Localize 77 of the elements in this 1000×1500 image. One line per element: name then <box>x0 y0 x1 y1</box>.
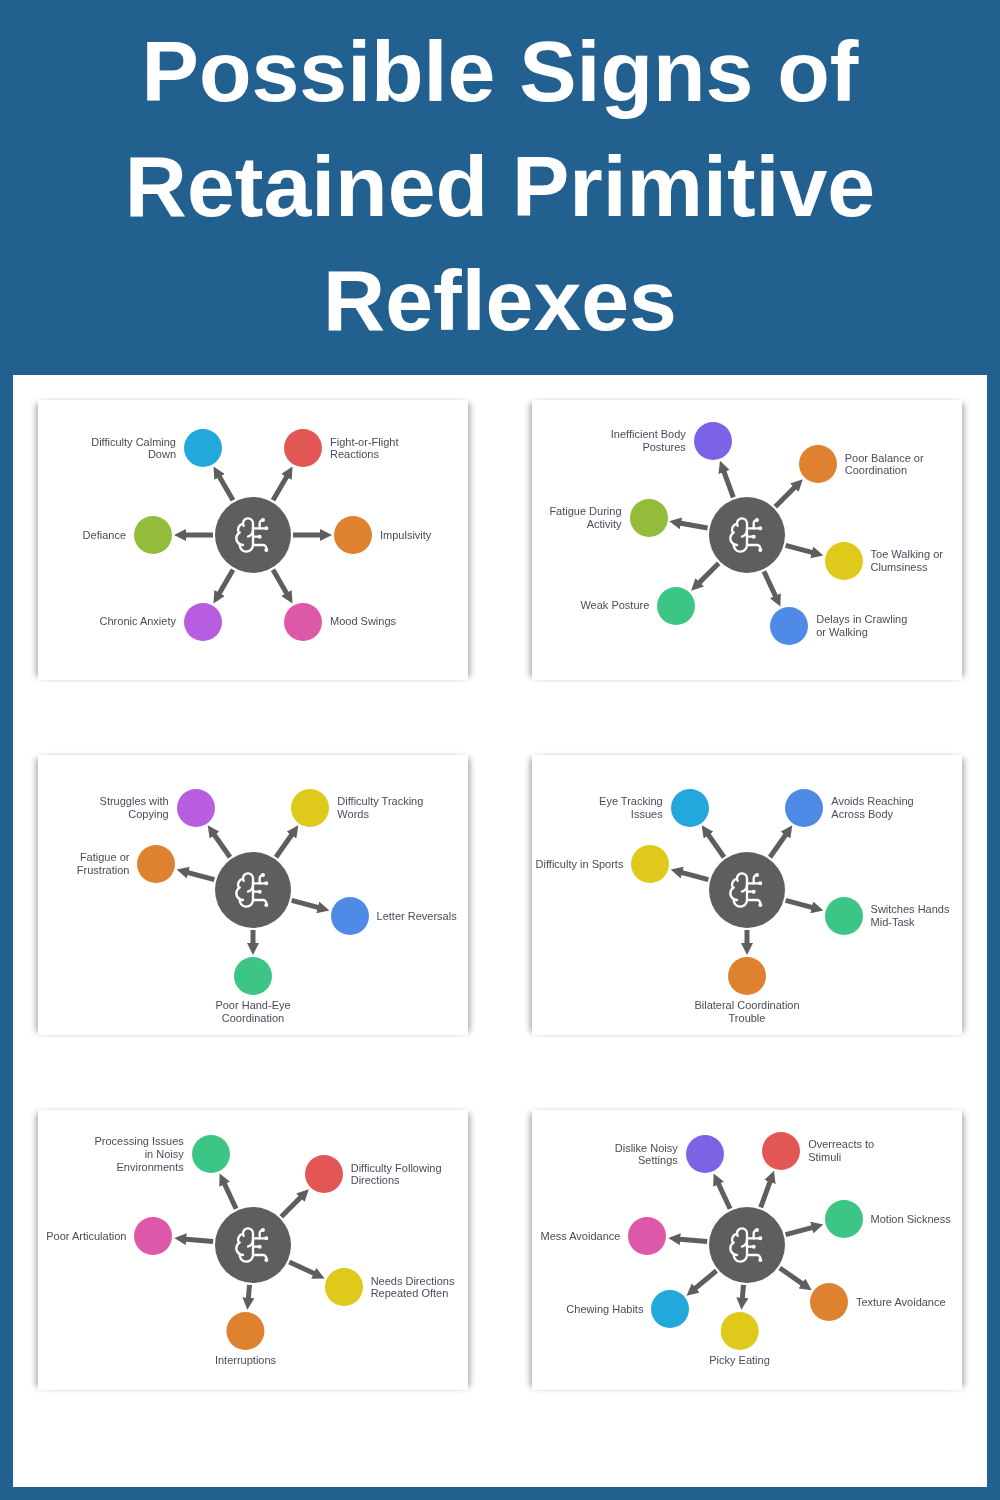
card-panel <box>532 400 962 680</box>
arrow <box>668 1233 708 1246</box>
sign-label: Fatigue During Activity <box>548 505 622 531</box>
arrow <box>207 825 233 859</box>
arrow <box>176 866 215 883</box>
arrow <box>270 568 293 604</box>
sign-label: Interruptions <box>214 1353 277 1367</box>
sign-label: Needs Directions Repeated Often <box>370 1274 456 1300</box>
sign-label: Poor Hand-Eye Coordination <box>214 999 292 1025</box>
arrow <box>213 568 236 604</box>
sign-label: Picky Eating <box>709 1353 770 1367</box>
arrow <box>288 1259 325 1279</box>
arrow <box>669 517 709 531</box>
sign-label: Inefficient Body Postures <box>609 428 686 454</box>
sign-label: Poor Balance or Coordination <box>844 451 925 477</box>
sign-label: Difficulty Following Directions <box>350 1161 443 1187</box>
card-panel <box>532 1110 962 1390</box>
arrow <box>174 1233 214 1246</box>
arrow <box>291 897 330 914</box>
sign-label: Impulsivity <box>380 528 432 542</box>
sign-label: Switches Hands Mid-Task <box>870 903 951 929</box>
sign-label: Difficulty Tracking Words <box>337 795 425 821</box>
arrow <box>247 930 259 955</box>
sign-label: Dislike Noisy Settings <box>613 1141 678 1167</box>
arrow <box>213 466 236 502</box>
title: Possible Signs of Retained Primitive Reflexes <box>123 22 877 351</box>
arrow <box>758 1170 776 1209</box>
arrow <box>741 930 753 955</box>
arrow <box>219 1173 239 1210</box>
sign-label: Chewing Habits <box>566 1302 644 1316</box>
card-panel <box>38 400 468 680</box>
sign-label: Letter Reversals <box>376 909 457 923</box>
sign-label: Overreacts to Stimuli <box>808 1138 876 1164</box>
arrow <box>242 1284 255 1310</box>
sign-label: Processing Issues in Noisy Environments <box>93 1135 184 1174</box>
arrow <box>273 825 299 859</box>
sign-label: Difficulty Calming Down <box>90 435 176 462</box>
card-panel <box>38 755 468 1035</box>
sign-label: Defiance <box>82 528 126 542</box>
sign-label: Fight-or-Flight Reactions <box>330 435 400 462</box>
sign-label: Chronic Anxiety <box>99 615 176 628</box>
sign-label: Motion Sickness <box>870 1212 951 1226</box>
sign-label: Weak Posture <box>580 599 650 612</box>
arrow <box>691 561 721 591</box>
card-panel <box>532 755 962 1035</box>
sign-label: Difficulty in Sports <box>535 857 624 871</box>
sign-label: Eye Tracking Issues <box>598 795 663 821</box>
sign-label: Delays in Crawling or Walking <box>816 613 909 639</box>
arrow <box>773 479 803 509</box>
sign-label: Poor Articulation <box>46 1229 127 1243</box>
arrow <box>761 570 781 607</box>
arrow <box>279 1189 309 1219</box>
sign-label: Avoids Reaching Across Body <box>831 795 915 821</box>
arrow <box>174 529 213 541</box>
sign-label: Bilateral Coordination Trouble <box>693 999 801 1025</box>
arrow <box>736 1284 749 1310</box>
sign-label: Texture Avoidance <box>855 1296 946 1309</box>
arrow <box>701 825 727 859</box>
arrow <box>785 897 824 914</box>
arrow <box>270 466 293 502</box>
hub-circle <box>709 497 785 573</box>
arrow <box>686 1268 718 1296</box>
sign-label: Toe Walking or Clumsiness <box>870 548 944 574</box>
arrow <box>293 529 332 541</box>
sign-label: Mood Swings <box>330 615 397 628</box>
sign-label: Fatigue or Frustration <box>75 851 130 877</box>
sign-label: Mess Avoidance <box>540 1229 621 1243</box>
sign-label: Struggles with Copying <box>98 795 169 821</box>
arrow <box>713 1173 733 1210</box>
arrow <box>718 460 736 499</box>
arrow <box>778 1265 812 1291</box>
card-panel <box>38 1110 468 1390</box>
arrow <box>785 1221 824 1238</box>
arrow <box>670 866 709 883</box>
arrow <box>767 825 793 859</box>
arrow <box>785 542 824 559</box>
hub-circle <box>709 1207 785 1283</box>
